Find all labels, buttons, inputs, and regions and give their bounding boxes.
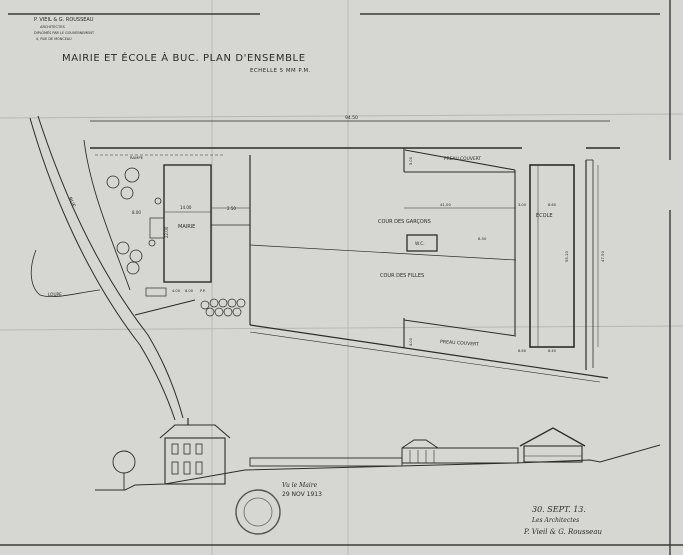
- ecole-section-roof: [519, 427, 586, 447]
- lane-label: LOUPE: [48, 292, 62, 297]
- architect-block: P. VIEIL & G. ROUSSEAU ARCHITECTES DIPLÔ…: [34, 17, 95, 41]
- bottom-right-dim: 8.40: [548, 349, 557, 353]
- stamp-text: Vu le Maire: [282, 482, 318, 489]
- ground-line: [95, 444, 661, 491]
- street-edge-inner: [37, 115, 184, 419]
- right-length-dim: 47.50: [600, 251, 605, 262]
- mairie-width-dim: 14.00: [180, 205, 192, 210]
- rampe-label: RAMPE: [130, 155, 144, 160]
- plot-diagonal-boundary: [249, 324, 609, 379]
- street-label: RUE: [66, 196, 76, 208]
- preau-elevation-posts: [409, 450, 435, 463]
- ecole-building: [529, 164, 575, 348]
- ecole-section: [523, 445, 583, 463]
- ecole-width-dim: 8.60: [548, 203, 557, 207]
- architect-title: ARCHITECTES: [40, 25, 65, 29]
- plot-bottom-boundary: [134, 299, 196, 316]
- wc-building: [406, 234, 438, 252]
- ecole-gap-dim: 3.00: [518, 203, 527, 207]
- cour-garcons-label: COUR DES GARÇONS: [378, 219, 431, 225]
- mairie-facade: [164, 437, 226, 485]
- preau-bottom-label: PREAU COUVERT: [440, 339, 479, 348]
- preau-top-depth: 5.00: [409, 156, 413, 165]
- drawing-scale: ECHELLE 5 MM P.M.: [250, 68, 311, 74]
- cour-filles-label: COUR DES FILLES: [380, 273, 424, 279]
- signature-caption: Les Architectes: [531, 517, 579, 524]
- preau-elevation-roof: [401, 439, 439, 449]
- lane-edge: [30, 249, 101, 298]
- garden-trees: [106, 167, 162, 275]
- shrub-row: [200, 298, 246, 317]
- ecole-length-dim: 55.10: [564, 251, 569, 262]
- courtyard-divider: [249, 244, 517, 261]
- mairie-label: MAIRIE: [178, 224, 195, 230]
- mairie-windows: [171, 443, 203, 475]
- site-plan: 94.50 RUE LOUPE RAMPE: [29, 115, 620, 421]
- preau-elevation: [401, 447, 519, 464]
- stamp-date: 29 NOV 1913: [282, 491, 322, 498]
- architect-name: P. VIEIL & G. ROUSSEAU: [34, 17, 94, 23]
- side-dim-1: 4.00: [172, 289, 181, 293]
- architect-address: 4, RUE DE MONCEAU: [36, 37, 72, 41]
- official-stamp: Vu le Maire 29 NOV 1913: [235, 482, 322, 535]
- preau-bottom-edge: [403, 319, 517, 337]
- preau-top-edge: [404, 149, 516, 171]
- plot-diagonal-boundary-inner: [249, 331, 601, 383]
- street-edge-plot: [83, 139, 131, 291]
- overall-width-label: 94.50: [345, 115, 358, 121]
- wc-dim: 8.50: [478, 236, 487, 241]
- entrance-steps: [145, 217, 167, 297]
- street-edge-outer: [29, 117, 176, 421]
- mairie-depth-dim: 22.00: [164, 226, 169, 238]
- wc-label: W.C.: [415, 241, 425, 247]
- drawing-date: 30. SEPT. 13.: [532, 505, 586, 514]
- side-dim-2: 8.00: [185, 289, 194, 293]
- mairie-offset-dim: 8.00: [132, 210, 141, 215]
- side-dim-3: P.P.: [200, 289, 206, 293]
- architect-signature: P. Vieil & G. Rousseau: [523, 528, 603, 536]
- cour-width-dim: 41.00: [440, 202, 451, 207]
- drawing-title: MAIRIE ET ÉCOLE À BUC. PLAN D'ENSEMBLE: [62, 51, 306, 64]
- bottom-left-dim: 8.60: [518, 349, 527, 353]
- mairie-gap-dim: 2.50: [227, 206, 236, 211]
- preau-top-label: PREAU COUVERT: [444, 156, 481, 162]
- architect-diploma: DIPLÔMÉS PAR LE GOUVERNEMENT: [34, 30, 95, 35]
- preau-bottom-depth: 4.00: [409, 337, 413, 346]
- mairie-roof: [159, 424, 231, 439]
- elevation-section: [95, 418, 661, 491]
- ecole-label: ÉCOLE: [536, 211, 553, 219]
